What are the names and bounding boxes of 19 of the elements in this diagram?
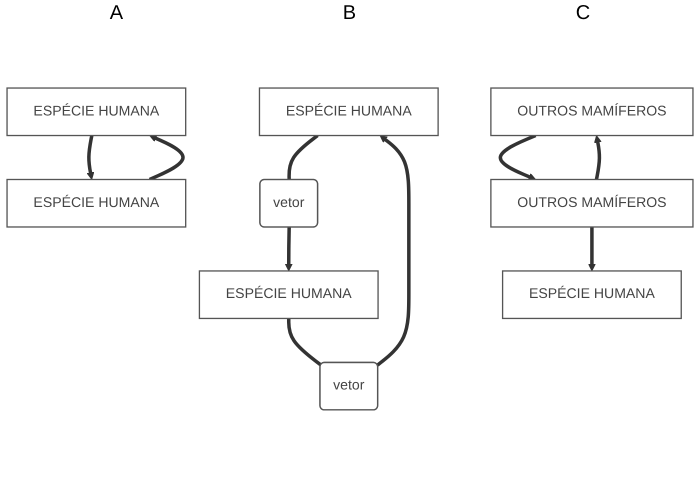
- panel-letter: C: [576, 2, 590, 24]
- arrow: [284, 226, 293, 271]
- arrow: [498, 133, 536, 180]
- node-box: ESPÉCIE HUMANA: [258, 86, 439, 136]
- connector: [287, 134, 319, 180]
- node-box: OUTROS MAMÍFEROS: [490, 86, 694, 136]
- arrow: [86, 134, 94, 180]
- node-box: OUTROS MAMÍFEROS: [490, 178, 694, 228]
- node-box: ESPÉCIE HUMANA: [502, 270, 682, 319]
- arrow: [594, 134, 602, 180]
- node-box: ESPÉCIE HUMANA: [6, 178, 186, 228]
- arrow: [376, 134, 411, 366]
- panel-letter: B: [342, 2, 356, 24]
- node-box: ESPÉCIE HUMANA: [6, 86, 186, 136]
- node-box: ESPÉCIE HUMANA: [198, 270, 379, 319]
- arrow: [588, 226, 596, 271]
- arrow: [148, 134, 185, 181]
- connector: [286, 318, 322, 366]
- panel-letter: A: [110, 2, 124, 24]
